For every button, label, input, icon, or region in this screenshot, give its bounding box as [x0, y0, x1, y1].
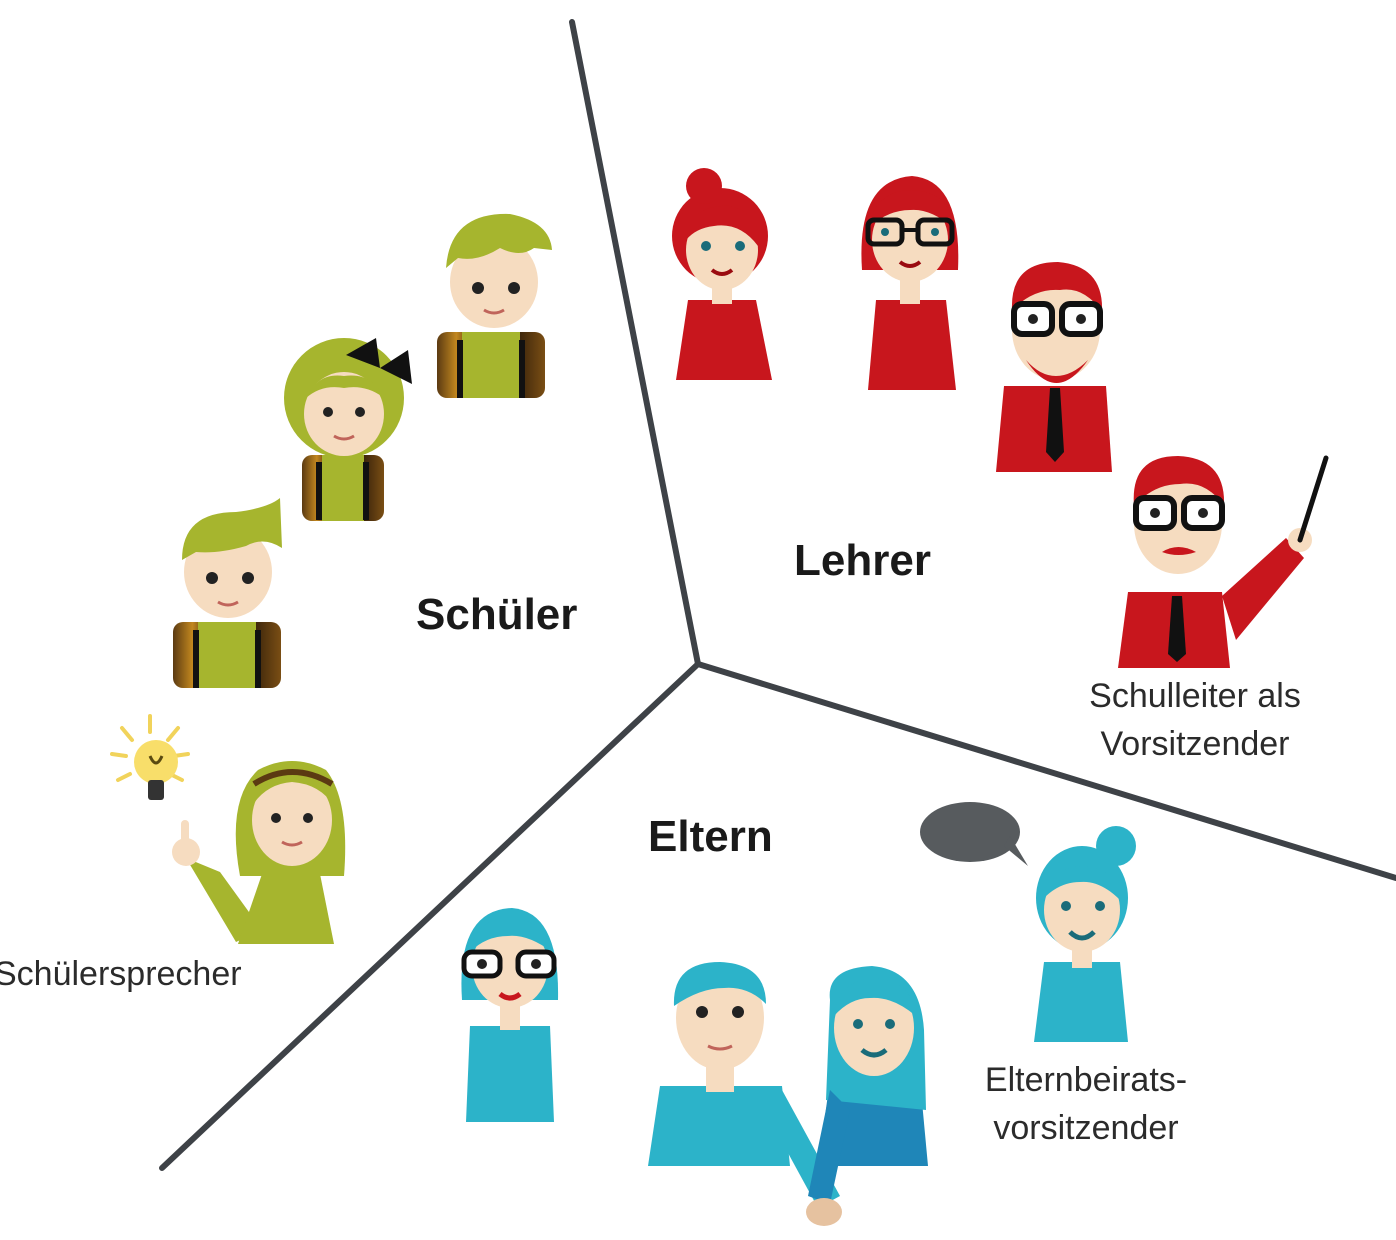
role-label-student-speaker: Schülersprecher	[0, 955, 242, 993]
divider-top	[569, 19, 701, 667]
group-label-parents: Eltern	[648, 812, 773, 861]
parent-woman-glasses	[461, 908, 559, 1122]
role-label-principal-line2: Vorsitzender	[1100, 725, 1290, 763]
role-label-principal-line1: Schulleiter als	[1089, 677, 1301, 715]
student-boy-top	[437, 213, 552, 398]
parent-couple	[648, 962, 928, 1226]
light-bulb-icon	[110, 714, 190, 800]
divider-right	[695, 661, 1396, 881]
teacher-woman-glasses	[861, 176, 959, 390]
role-label-parents-chair-line1: Elternbeirats-	[984, 1061, 1188, 1099]
divider-lines	[159, 19, 1396, 1171]
group-label-teachers: Lehrer	[794, 536, 931, 585]
role-label-principal: Schulleiter als Vorsitzender	[1050, 672, 1340, 768]
speech-bubble-icon	[920, 802, 1028, 866]
student-girl-bow	[284, 338, 412, 521]
parents-chair	[920, 802, 1136, 1042]
group-label-students: Schüler	[416, 590, 578, 639]
student-boy-middle	[173, 498, 282, 688]
principal-teacher	[1118, 455, 1329, 668]
divider-bottom-left	[159, 661, 701, 1171]
role-label-parents-chair: Elternbeirats- vorsitzender	[946, 1056, 1226, 1152]
student-speaker-girl	[110, 714, 346, 944]
teacher-woman-bun	[672, 168, 772, 380]
teacher-man-tie	[996, 262, 1112, 472]
role-label-parents-chair-line2: vorsitzender	[993, 1109, 1179, 1147]
